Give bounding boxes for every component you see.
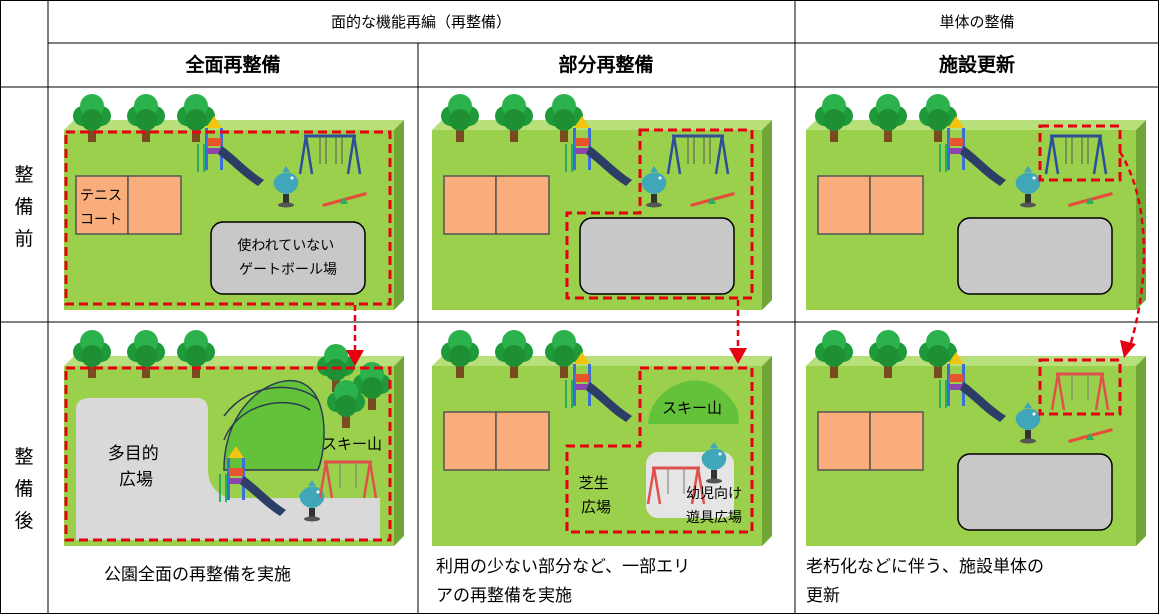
gateball-area-col2 — [579, 217, 735, 295]
trees-col2-before — [441, 94, 583, 142]
ski-hill-label-col2: スキー山 — [662, 399, 722, 417]
column-header-full: 全面再整備 — [184, 53, 280, 76]
arrow-col2 — [729, 300, 747, 364]
trees-col3-after — [815, 330, 957, 378]
trees-col3-before — [815, 94, 957, 142]
trees-col1-before — [73, 94, 215, 142]
ski-hill-label-col1: スキー山 — [322, 435, 382, 453]
tennis-court-label: テニス コート — [80, 188, 126, 228]
column-header-facility: 施設更新 — [939, 53, 1015, 76]
gateball-label: 使われていない ゲートボール場 — [237, 237, 338, 278]
ski-hill-col1 — [223, 379, 325, 471]
group-header-single: 単体の整備 — [939, 13, 1014, 31]
svg-text:備: 備 — [14, 196, 33, 218]
redevelop-area-col2-after — [565, 366, 754, 534]
svg-text:後: 後 — [14, 510, 33, 532]
svg-text:備: 備 — [14, 478, 33, 500]
tennis-court-col2-after — [443, 411, 550, 471]
redevelop-area-col1-after — [64, 366, 392, 542]
tennis-court-col1 — [75, 175, 182, 235]
redevelop-area-col3-after — [1038, 358, 1122, 416]
column-header-partial: 部分再整備 — [558, 53, 653, 76]
caption-col2: 利用の少ない部分など、一部エリ アの再整備を実施 — [436, 557, 696, 606]
svg-text:整: 整 — [14, 446, 33, 468]
group-header-area: 面的な機能再編（再整備） — [331, 13, 511, 31]
row-label-before: 整 備 前 — [14, 164, 33, 250]
svg-text:整: 整 — [14, 164, 33, 186]
row-label-after: 整 備 後 — [14, 446, 33, 532]
svg-text:前: 前 — [14, 228, 33, 250]
trees-col2-after — [441, 330, 583, 378]
gateball-area-col3 — [957, 217, 1113, 295]
multipurpose-label: 多目的 広場 — [108, 444, 164, 490]
lawn-label: 芝生 広場 — [579, 474, 614, 516]
gateball-area-col3-after — [957, 453, 1113, 531]
tennis-court-col2 — [443, 175, 550, 235]
caption-col3: 老朽化などに伴う、施設単体の 更新 — [806, 557, 1049, 606]
redevelop-area-col1-before — [64, 130, 392, 306]
ski-hill-col2 — [648, 380, 739, 424]
arrow-col3 — [1118, 151, 1146, 358]
redevelop-area-col2-before — [565, 128, 754, 300]
tennis-court-col3-after — [817, 411, 924, 471]
caption-col1: 公園全面の再整備を実施 — [104, 565, 291, 585]
arrow-col1 — [346, 305, 364, 366]
gateball-area — [210, 221, 366, 295]
kids-play-label: 幼児向け 遊具広場 — [686, 486, 746, 526]
tennis-court-col3 — [817, 175, 924, 235]
